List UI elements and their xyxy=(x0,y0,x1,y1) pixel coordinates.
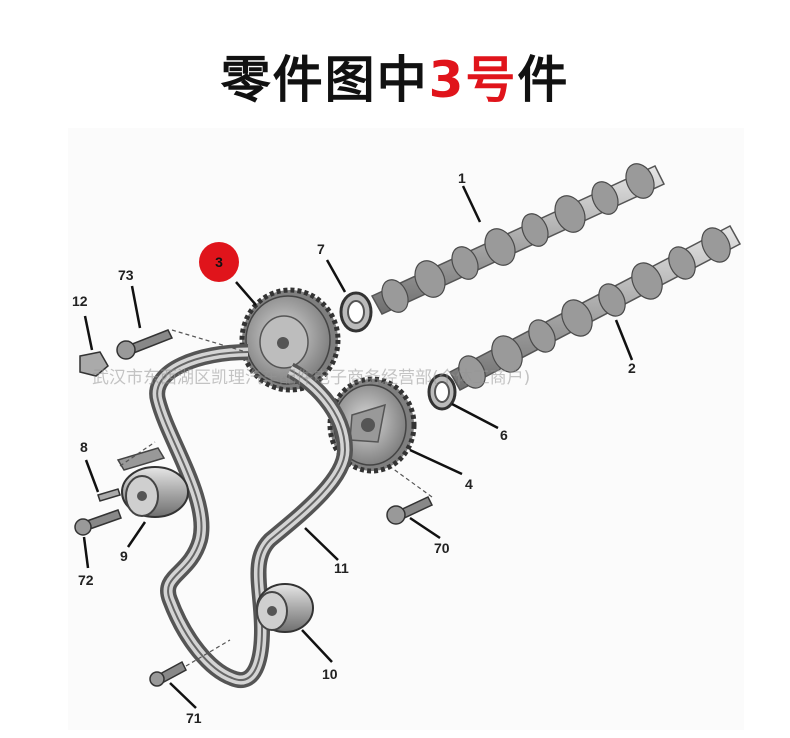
title-prefix: 零件图中 xyxy=(220,51,429,109)
callout-11: 11 xyxy=(334,560,349,576)
bolt-71 xyxy=(149,660,187,687)
assembly-guide-lines xyxy=(119,329,433,667)
callout-70: 70 xyxy=(434,540,450,556)
timing-belt-11 xyxy=(149,344,354,688)
leader-lines xyxy=(82,185,634,709)
page-title: 零件图中3号件 xyxy=(0,40,790,112)
title-suffix: 件 xyxy=(517,51,570,109)
callout-72: 72 xyxy=(78,572,94,588)
callout-1: 1 xyxy=(458,170,466,186)
bolt-72 xyxy=(74,509,122,536)
camshaft-lower xyxy=(448,224,742,392)
callout-8: 8 xyxy=(80,439,88,455)
callout-3: 3 xyxy=(215,254,223,270)
callout-7: 7 xyxy=(317,241,325,257)
vvt-sprocket-3 xyxy=(239,287,341,393)
title-part-number: 3号 xyxy=(428,51,518,109)
stud-8 xyxy=(97,488,121,502)
camshaft-upper xyxy=(370,163,666,315)
nut-12 xyxy=(79,351,109,377)
callout-12: 12 xyxy=(72,293,88,309)
highlight-badge-part-3 xyxy=(199,242,239,282)
callout-2: 2 xyxy=(628,360,636,376)
callout-9: 9 xyxy=(120,548,128,564)
callout-73: 73 xyxy=(118,267,134,283)
idler-pulley-10 xyxy=(256,583,314,633)
oil-seal-6 xyxy=(427,373,457,411)
callout-71: 71 xyxy=(186,710,202,726)
shop-watermark: 武汉市东西湖区凯理汽车配件电子商务经营部(个体工商户) xyxy=(92,368,531,388)
bolt-70 xyxy=(386,496,434,525)
callout-4: 4 xyxy=(465,476,473,492)
callout-6: 6 xyxy=(500,427,508,443)
callout-10: 10 xyxy=(322,666,338,682)
bolt-73 xyxy=(116,329,174,360)
oil-seal-7 xyxy=(339,291,373,333)
tensioner-pulley-9 xyxy=(116,447,189,518)
